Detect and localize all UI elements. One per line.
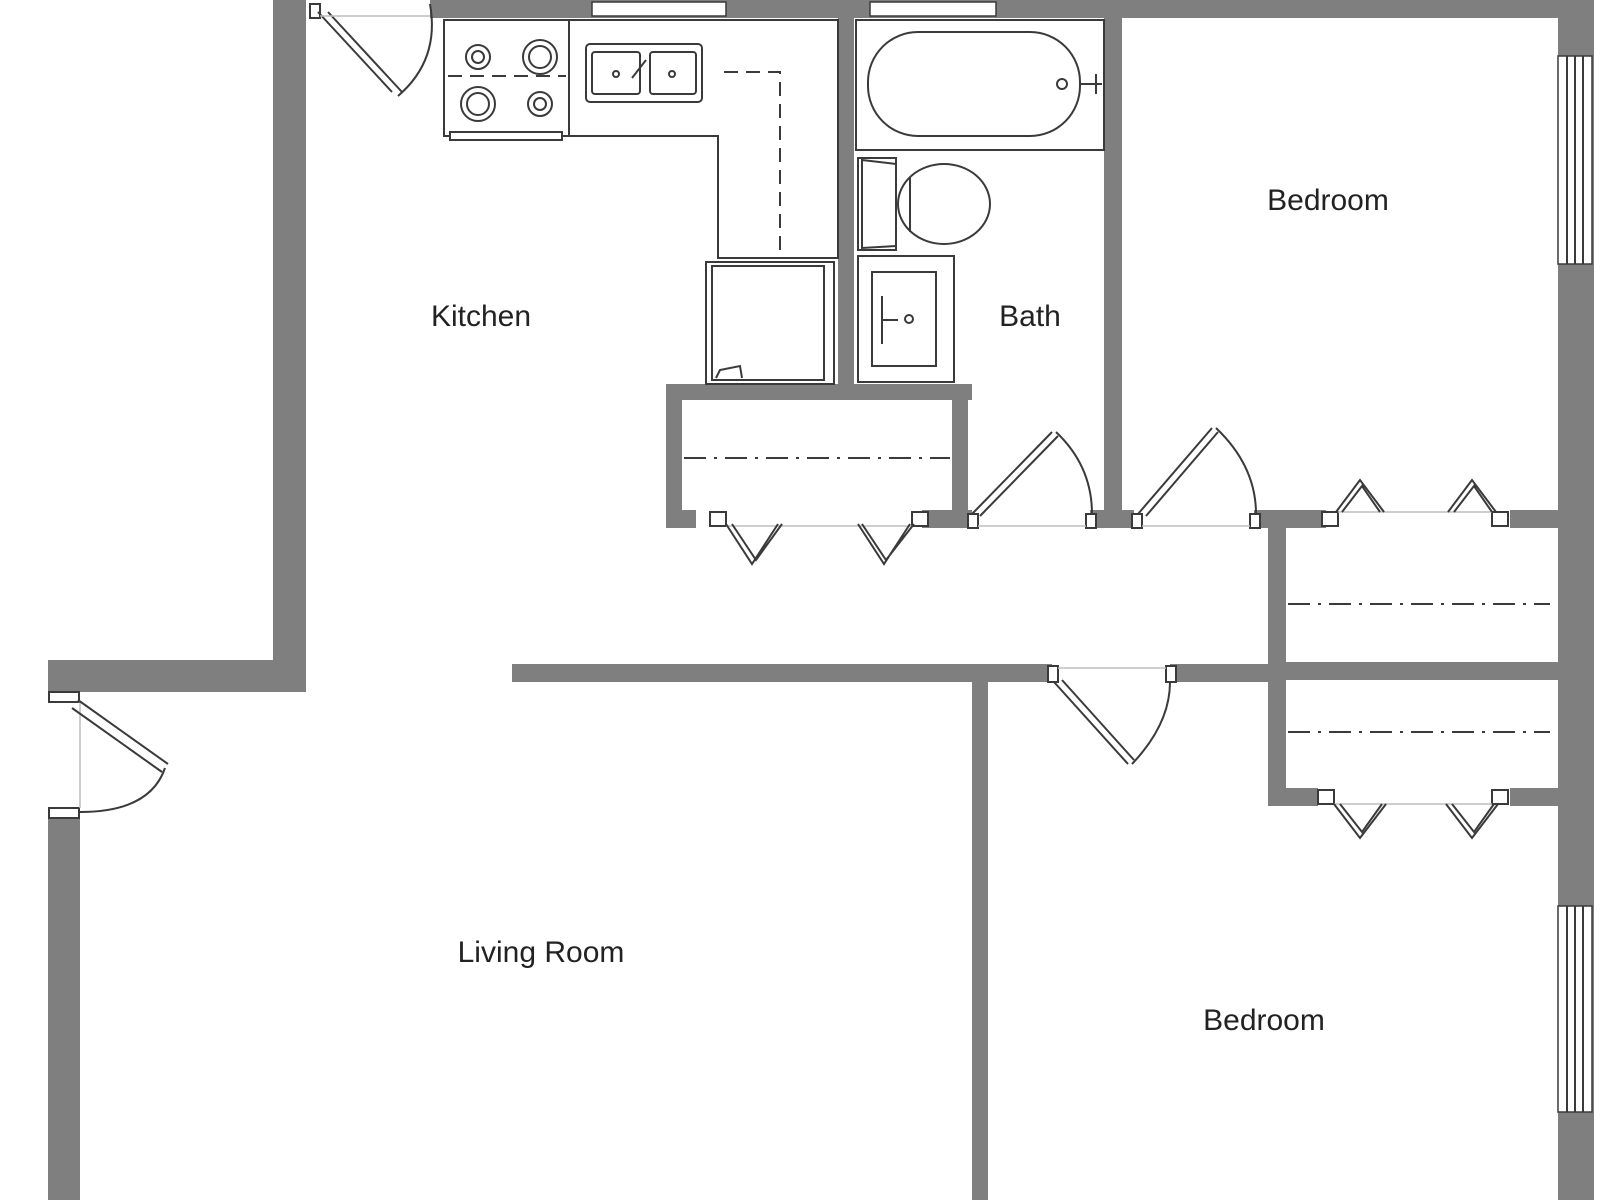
windows — [591, 1, 1593, 1113]
room-label-bath: Bath — [999, 300, 1061, 333]
closet-upper-bifold-door — [1321, 478, 1509, 527]
stove — [443, 19, 570, 137]
entry-door-left — [48, 691, 169, 819]
entry-door-top — [309, 3, 433, 97]
wall-kitchen-bath — [838, 18, 854, 386]
wall-closet-bottom-2 — [1510, 788, 1558, 806]
wall-pantry-left — [666, 384, 682, 528]
pantry-bifold-door — [709, 511, 929, 566]
room-label-bedroom-bottom: Bedroom — [1203, 1004, 1325, 1037]
wall-hall-bottom-1 — [512, 664, 1052, 682]
window-kitchen-top — [591, 1, 727, 17]
bedroom-bottom-door — [1047, 665, 1177, 765]
wall-hall-top-2 — [922, 510, 972, 528]
wall-pantry-top — [666, 384, 972, 400]
wall-left-upper — [273, 0, 306, 692]
room-labels: Kitchen Bath Bedroom Living Room Bedroom — [431, 184, 1389, 1037]
wall-hall-top-3 — [1090, 510, 1134, 528]
kitchen-fixtures — [443, 19, 839, 385]
wall-closet-divider — [1268, 662, 1558, 680]
bath-door — [967, 431, 1097, 529]
wall-hall-top-5 — [1510, 510, 1558, 528]
bedroom-top-door — [1131, 427, 1261, 529]
wall-pantry-right — [952, 384, 968, 528]
closets — [684, 457, 1550, 733]
window-bath-top — [869, 1, 997, 17]
wall-top-right — [840, 0, 1576, 18]
closet-lower-bifold-door — [1317, 789, 1509, 840]
room-label-living-room: Living Room — [458, 936, 625, 969]
wall-left-bottom — [48, 818, 80, 1200]
bath-fixtures — [855, 19, 1105, 383]
wall-bath-bedroom — [1104, 18, 1122, 528]
wall-closet-bottom-1 — [1268, 788, 1318, 806]
upper-cabinet-outline — [724, 71, 781, 258]
wall-hall-top-1 — [666, 510, 696, 528]
wall-left-step — [48, 660, 306, 692]
wall-hall-bottom-2 — [1170, 664, 1280, 682]
wall-living-bedroom — [972, 664, 988, 1200]
wall-left-lower — [48, 660, 80, 696]
doors — [48, 3, 1509, 840]
room-label-bedroom-top: Bedroom — [1267, 184, 1389, 217]
wall-hall-top-4 — [1254, 510, 1326, 528]
room-label-kitchen: Kitchen — [431, 300, 531, 333]
